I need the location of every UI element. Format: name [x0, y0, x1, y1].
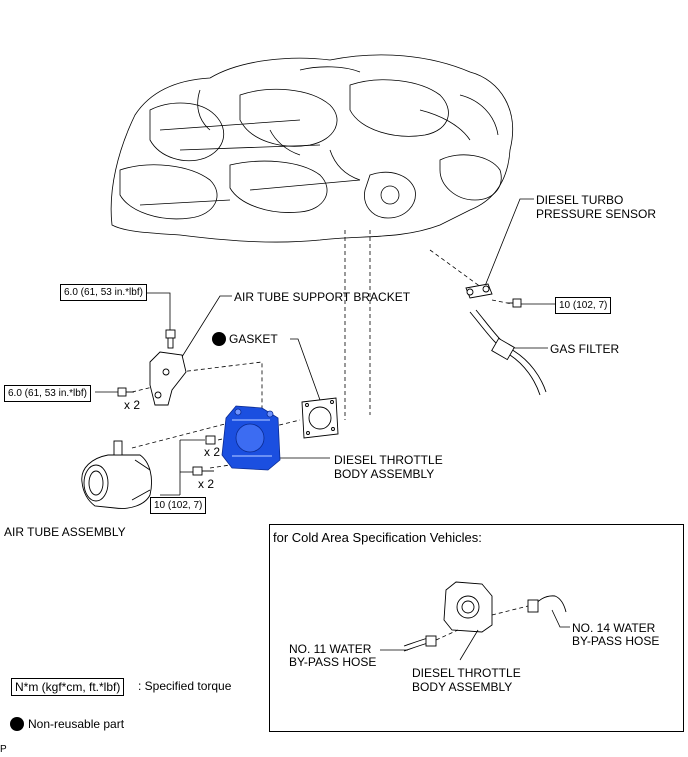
cold-throttle-label-line2: BODY ASSEMBLY	[412, 680, 513, 694]
air-tube-assembly-label: AIR TUBE ASSEMBLY	[4, 525, 126, 539]
cold-area-panel: for Cold Area Specification Vehicles: NO…	[269, 524, 684, 732]
leader-lines	[95, 198, 555, 496]
bracket-left-bolt	[117, 387, 134, 397]
legend-nonreusable-marker	[10, 717, 24, 731]
no11-hose-label-line2: BY-PASS HOSE	[289, 655, 377, 669]
legend-nonreusable-text: Non-reusable part	[28, 717, 125, 731]
air-tube-support-bracket-label: AIR TUBE SUPPORT BRACKET	[234, 290, 411, 304]
legend-torque-unit-box: N*m (kgf*cm, ft.*lbf)	[11, 678, 125, 696]
gas-filter-hose	[469, 309, 547, 396]
throttle-upper-bolt	[205, 435, 216, 445]
cold-area-no11-hose	[403, 635, 437, 652]
torque-box-bracket-top: 6.0 (61, 53 in.*lbf)	[60, 284, 147, 301]
engine-illustration	[110, 54, 513, 243]
bracket-bolt-quantity: x 2	[124, 398, 141, 412]
gas-filter-label: GAS FILTER	[550, 342, 620, 356]
cold-area-leaders	[380, 609, 570, 661]
throttle-upper-bolt-quantity: x 2	[204, 445, 221, 459]
torque-box-bracket-left: 6.0 (61, 53 in.*lbf)	[4, 385, 91, 402]
air-tube-support-bracket	[149, 351, 187, 406]
diesel-throttle-label-line2: BODY ASSEMBLY	[334, 467, 435, 481]
cold-area-title: for Cold Area Specification Vehicles:	[273, 530, 482, 545]
cold-area-dashed-lines	[435, 605, 529, 641]
bracket-top-bolt	[165, 329, 176, 349]
gasket	[301, 397, 339, 439]
diesel-throttle-label-line1: DIESEL THROTTLE	[334, 453, 443, 467]
torque-box-sensor: 10 (102, 7)	[555, 297, 612, 314]
no14-hose-label-line1: NO. 14 WATER	[572, 621, 656, 635]
gasket-nonreusable-marker	[212, 332, 226, 346]
torque-box-throttle: 10 (102, 7)	[150, 497, 207, 514]
air-tube-assembly	[81, 440, 152, 509]
gasket-label: GASKET	[229, 332, 278, 346]
page-marker: P	[0, 744, 7, 755]
cold-throttle-label-line1: DIESEL THROTTLE	[412, 666, 521, 680]
sensor-bolt	[507, 298, 522, 308]
legend-torque-text: : Specified torque	[138, 679, 232, 693]
no11-hose-label-line1: NO. 11 WATER	[289, 642, 372, 656]
cold-area-throttle-body	[443, 581, 493, 633]
diesel-turbo-sensor-label-line2: PRESSURE SENSOR	[536, 207, 657, 221]
diesel-turbo-pressure-sensor	[465, 283, 493, 299]
throttle-lower-bolt	[192, 466, 214, 476]
no14-hose-label-line2: BY-PASS HOSE	[572, 634, 660, 648]
diesel-throttle-body-assembly	[221, 405, 281, 471]
throttle-lower-bolt-quantity: x 2	[198, 477, 215, 491]
diesel-turbo-sensor-label-line1: DIESEL TURBO	[536, 193, 624, 207]
